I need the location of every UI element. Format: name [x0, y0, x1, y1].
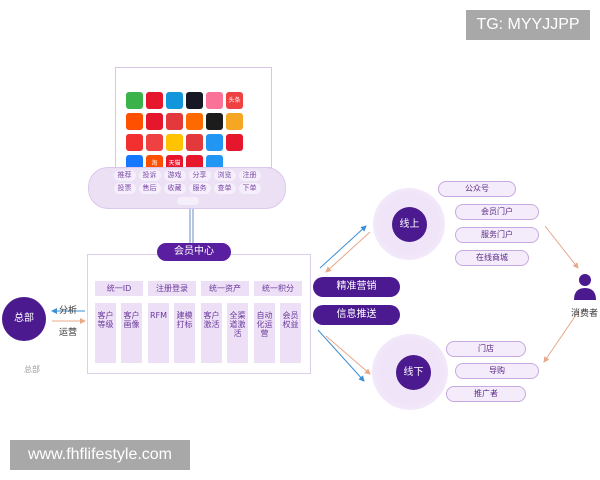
arrow-from-online — [325, 231, 371, 273]
tag-placeholder — [177, 197, 199, 205]
behavior-tag: 售后 — [138, 183, 161, 194]
app-icon[interactable] — [126, 134, 143, 151]
func-column: 建模打标 — [174, 303, 195, 363]
offline-channel[interactable]: 推广者 — [446, 386, 526, 402]
behavior-tag: 游戏 — [163, 170, 186, 181]
func-column: 客户激活 — [201, 303, 222, 363]
precision-marketing-button[interactable]: 精准营销 — [313, 277, 400, 297]
arrow-consumer-offline — [543, 311, 579, 363]
consumer-icon — [574, 274, 596, 300]
func-column: 全渠道激活 — [227, 303, 248, 363]
wechat-icon[interactable] — [126, 92, 143, 109]
func-header: 统一资产 — [201, 281, 249, 296]
arrow-to-online — [319, 225, 367, 269]
operation-label: 运营 — [59, 328, 78, 338]
arrow-to-offline — [325, 335, 371, 375]
member-center-label: 会员中心 — [157, 243, 231, 261]
toutiao-icon[interactable]: 头条 — [226, 92, 243, 109]
watermark-bottom: www.fhflifestyle.com — [10, 440, 190, 470]
online-channel[interactable]: 公众号 — [438, 181, 516, 197]
app-icon[interactable] — [206, 113, 223, 130]
app-icon[interactable] — [206, 92, 223, 109]
offline-node: 线下 — [396, 355, 431, 390]
tag-row: 推荐投诉游戏分享浏览注册 — [89, 170, 285, 181]
behavior-tag: 查单 — [213, 183, 236, 194]
arrow-from-offline — [317, 329, 365, 382]
func-column: 客户画像 — [121, 303, 142, 363]
behavior-tag: 分享 — [188, 170, 211, 181]
behavior-tag: 注册 — [238, 170, 261, 181]
behavior-tag: 浏览 — [213, 170, 236, 181]
offline-channel[interactable]: 导购 — [455, 363, 539, 379]
qq-icon[interactable] — [166, 92, 183, 109]
hq-node: 总部 — [2, 297, 46, 341]
analysis-label: 分析 — [59, 306, 78, 316]
member-center-box: 统一ID 注册登录 统一资产 统一积分 客户等级 客户画像 RFM 建模打标 客… — [87, 254, 311, 374]
app-panel: 头条淘天猫 — [115, 67, 272, 172]
online-node: 线上 — [392, 207, 427, 242]
app-icon[interactable] — [226, 134, 243, 151]
behavior-tag: 投诉 — [138, 170, 161, 181]
app-icon[interactable] — [146, 134, 163, 151]
app-grid: 头条淘天猫 — [126, 92, 243, 172]
behavior-tag: 下单 — [238, 183, 261, 194]
online-channel[interactable]: 会员门户 — [455, 204, 539, 220]
watermark-top: TG: MYYJJPP — [466, 10, 590, 40]
behavior-tag: 服务 — [188, 183, 211, 194]
app-icon[interactable] — [226, 113, 243, 130]
behavior-tag: 投票 — [113, 183, 136, 194]
tag-row: 投票售后收藏服务查单下单 — [89, 183, 285, 194]
behavior-tag: 推荐 — [113, 170, 136, 181]
arrow-online-consumer — [544, 225, 579, 269]
weibo-icon[interactable] — [146, 92, 163, 109]
func-column: RFM — [148, 303, 169, 363]
app-icon[interactable] — [186, 134, 203, 151]
app-icon[interactable] — [166, 113, 183, 130]
func-column: 客户等级 — [95, 303, 116, 363]
meituan-icon[interactable] — [166, 134, 183, 151]
hq-caption: 总部 — [24, 365, 40, 374]
taobao-icon[interactable] — [126, 113, 143, 130]
behavior-tags: 推荐投诉游戏分享浏览注册 投票售后收藏服务查单下单 — [88, 167, 286, 209]
func-header: 统一ID — [95, 281, 143, 296]
app-icon[interactable] — [146, 113, 163, 130]
online-channel[interactable]: 服务门户 — [455, 227, 539, 243]
app-icon[interactable] — [206, 134, 223, 151]
consumer-label: 消费者 — [571, 309, 599, 319]
func-header: 统一积分 — [254, 281, 302, 296]
tiktok-icon[interactable] — [186, 92, 203, 109]
app-icon[interactable] — [186, 113, 203, 130]
func-column: 会员权益 — [280, 303, 301, 363]
func-header: 注册登录 — [148, 281, 196, 296]
offline-channel[interactable]: 门店 — [446, 341, 526, 357]
online-channel[interactable]: 在线商城 — [455, 250, 529, 266]
info-push-button[interactable]: 信息推送 — [313, 305, 400, 325]
behavior-tag: 收藏 — [163, 183, 186, 194]
func-column: 自动化运营 — [254, 303, 275, 363]
